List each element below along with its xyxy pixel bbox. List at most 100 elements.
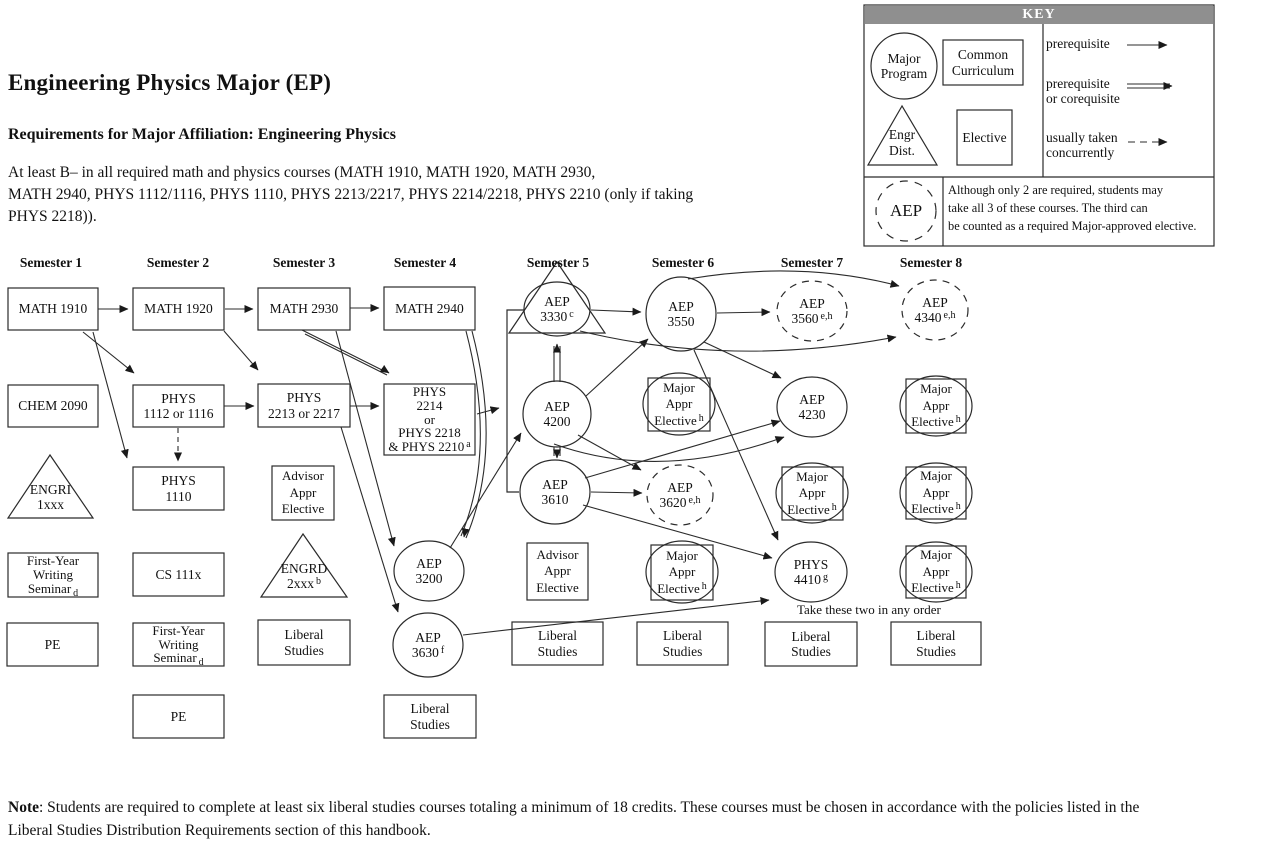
shape-math2930 xyxy=(257,287,351,331)
arrow-aep4200-aep3330-coreq xyxy=(553,343,561,382)
key-aep-dashed-circle xyxy=(875,180,937,242)
shape-aep3620-dashed xyxy=(646,464,714,526)
header-semester-4: Semester 4 xyxy=(393,255,457,270)
key-outer-border xyxy=(863,4,1215,247)
arrow-math2930-phys2214-coreq xyxy=(301,329,390,376)
bracket-aep-group xyxy=(506,309,524,493)
requirements-heading: Requirements for Major Affiliation: Engi… xyxy=(8,126,396,143)
shape-major6b-circle xyxy=(645,540,719,604)
shape-math2940 xyxy=(383,286,476,331)
note-prefix: Note xyxy=(8,799,39,816)
arrow-aep4200-aep3610-coreq xyxy=(553,447,561,459)
shape-phys1110 xyxy=(132,466,225,511)
arrow-aep3550-phys4410 xyxy=(693,349,779,541)
flowchart-canvas xyxy=(6,4,1215,739)
shape-aep3200 xyxy=(393,540,465,602)
shape-engrd-triangle xyxy=(259,532,349,598)
arrow-phys2214-bracket xyxy=(476,406,500,415)
page-title: Engineering Physics Major (EP) xyxy=(8,70,332,95)
shape-major8c-circle xyxy=(899,541,973,603)
shape-major6a-box xyxy=(647,377,711,432)
shape-major6b-box xyxy=(650,544,714,601)
course-math-1920: MATH 1920 xyxy=(144,301,213,317)
take-order-annotation: Take these two in any order xyxy=(797,602,941,617)
shape-phys2214 xyxy=(383,383,476,456)
shape-liberal3 xyxy=(257,619,351,666)
shape-aep4230 xyxy=(776,376,848,438)
course-pe-2: PE xyxy=(170,708,187,724)
key-elective-label: Elective xyxy=(962,129,1007,145)
arrow-aep3550-aep3560 xyxy=(716,308,771,317)
shape-cs111x xyxy=(132,552,225,597)
key-engr-dist-triangle xyxy=(866,104,939,166)
shape-liberal4 xyxy=(383,694,477,739)
shape-major8a-box xyxy=(905,378,967,434)
arrow-aep3610-aep4230 xyxy=(584,419,781,479)
header-semester-7: Semester 7 xyxy=(780,255,844,270)
shape-major8a-circle xyxy=(899,375,973,437)
header-semester-1: Semester 1 xyxy=(19,255,83,270)
arrow-aep3610-aep3620 xyxy=(590,488,643,497)
key-double-arrow xyxy=(1127,82,1173,90)
shape-aep4340-dashed xyxy=(901,279,969,341)
arrow-aep3550-aep4230 xyxy=(703,341,782,379)
key-legend-arrows xyxy=(1127,41,1173,146)
shape-aep3330 xyxy=(523,281,591,337)
shape-fyw1 xyxy=(7,552,99,598)
shape-chem2090 xyxy=(7,384,99,428)
key-common-curriculum-box xyxy=(942,39,1024,86)
course-cs-111x: CS 111x xyxy=(155,566,202,582)
key-major-program-circle xyxy=(870,32,938,100)
shape-major8b-circle xyxy=(899,462,973,524)
course-chem-2090: CHEM 2090 xyxy=(18,398,88,414)
shape-liberal5 xyxy=(511,621,604,666)
prerequisite-arrows xyxy=(82,270,900,636)
shape-major8c-box xyxy=(905,545,967,599)
shape-aep3330-triangle xyxy=(507,260,607,334)
course-shapes xyxy=(6,260,982,739)
arrow-math1920-phys2213 xyxy=(223,330,259,371)
shape-aep3630 xyxy=(392,612,464,678)
key-box xyxy=(863,4,1215,247)
course-math-1910: MATH 1910 xyxy=(18,301,88,317)
header-semester-3: Semester 3 xyxy=(272,255,336,270)
arrow-aep3630-phys4410 xyxy=(462,596,770,636)
shape-liberal8 xyxy=(890,621,982,666)
shape-advisor5 xyxy=(526,542,589,601)
course-math-2940: MATH 2940 xyxy=(395,300,464,316)
shape-pe2 xyxy=(132,694,225,739)
shape-major7-box xyxy=(781,466,844,521)
shape-major6a-circle xyxy=(642,372,716,436)
header-semester-8: Semester 8 xyxy=(899,255,963,270)
key-elective-box xyxy=(956,109,1013,166)
header-semester-5: Semester 5 xyxy=(526,255,590,270)
